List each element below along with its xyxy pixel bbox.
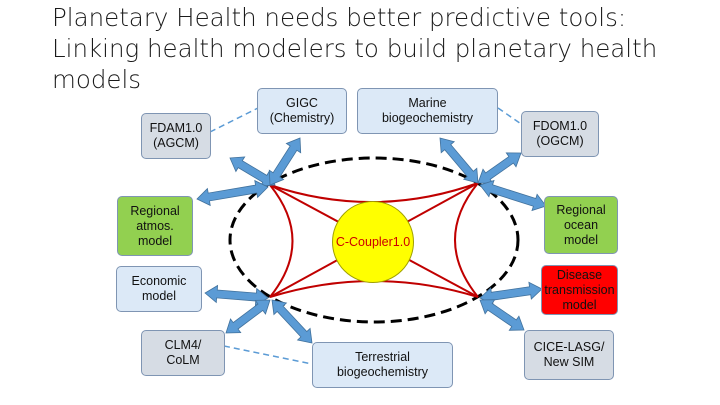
node-gigc-line-2: (Chemistry) [269,111,335,125]
arrow-clm [225,299,271,334]
node-terrestrial-line-1: Terrestrial [355,350,410,364]
node-cice-line-2: New SIM [543,355,595,369]
slide-title: Planetary Health needs better predictive… [52,2,712,95]
node-disease-line-1: Disease [556,267,603,282]
arrow-fdom [477,152,522,184]
node-gigc-line-1: GIGC [286,96,318,110]
node-clm-line-1: CLM4/ [164,338,202,352]
node-regional-ocean-line-1: Regional [556,202,606,217]
node-fdam-line-2: (AGCM) [153,136,199,150]
node-regional-atmos-line-1: Regional [130,203,180,218]
node-regional-atmos-line-2: atmos. [136,218,174,233]
node-marine-line-1: Marine [408,96,447,110]
arrow-group [196,137,547,344]
coupler-hub[interactable]: C-Coupler1.0 [332,201,414,283]
arrow-cice [479,299,525,331]
dashed-link-clm-terr [223,345,313,365]
node-fdom-line-1: FDOM1.0 [532,119,588,133]
node-regional-ocean-line-2: ocean [563,217,599,232]
node-cice[interactable]: CICE-LASG/ New SIM [524,330,614,380]
node-marine-line-2: biogeochemistry [381,111,473,125]
node-cice-line-1: CICE-LASG/ [533,340,605,354]
arrow-regional-ocean [479,179,547,212]
node-clm[interactable]: CLM4/ CoLM [141,330,225,376]
node-fdom-line-2: (OGCM) [536,134,584,148]
node-terrestrial-line-2: biogeochemistry [336,365,428,379]
arrow-marine [439,137,479,184]
arrow-terrestrial [271,299,313,344]
dashed-link-marine-fdom [497,107,525,127]
node-disease-line-2: transmission [544,282,615,297]
node-disease[interactable]: Disease transmission model [541,265,618,315]
node-gigc[interactable]: GIGC (Chemistry) [257,88,347,134]
arrow-gigc [268,137,302,186]
node-economic-line-2: model [141,289,177,303]
arrow-economic [204,284,269,307]
node-terrestrial[interactable]: Terrestrial biogeochemistry [312,342,453,388]
title-line-3: models [52,65,142,94]
node-economic-line-1: Economic [131,274,187,288]
coupler-hub-label: C-Coupler1.0 [335,235,411,249]
node-economic[interactable]: Economic model [116,266,202,312]
node-fdom[interactable]: FDOM1.0 (OGCM) [521,111,599,157]
title-line-2: Linking health modelers to build planeta… [52,34,658,63]
arrow-fdam [229,156,276,187]
node-marine[interactable]: Marine biogeochemistry [357,88,498,134]
arrow-disease [479,281,543,306]
coupler-boundary-ellipse [228,156,520,324]
node-regional-ocean-line-3: model [563,232,599,247]
node-disease-line-3: model [562,297,597,312]
node-fdam[interactable]: FDAM1.0 (AGCM) [141,113,211,159]
node-clm-line-2: CoLM [166,353,200,367]
dashed-link-fdam-gigc [209,107,259,133]
node-fdam-line-1: FDAM1.0 [149,121,203,135]
title-line-1: Planetary Health needs better predictive… [52,3,627,32]
node-regional-atmos[interactable]: Regional atmos. model [117,196,193,256]
node-regional-atmos-line-3: model [137,233,173,248]
arrow-regional-atmos [196,179,269,207]
node-regional-ocean[interactable]: Regional ocean model [544,196,618,254]
